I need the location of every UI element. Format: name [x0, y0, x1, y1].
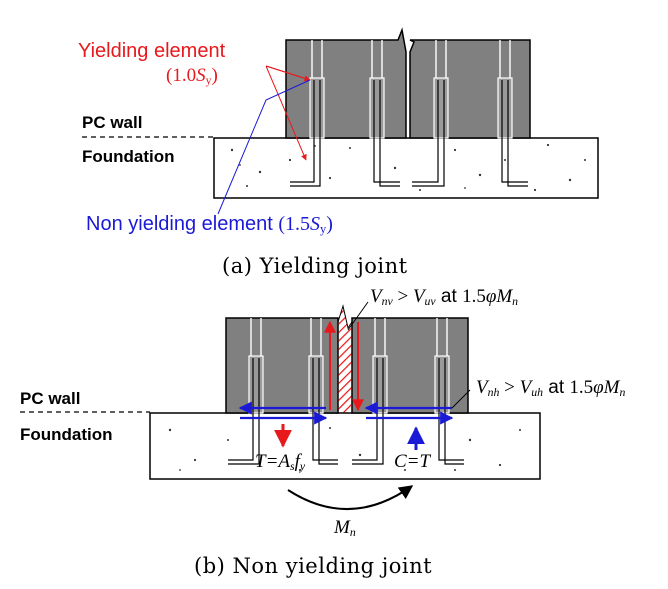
- bottom-diagram: [20, 301, 541, 510]
- bottom-wall-right-panel: [351, 317, 469, 414]
- bottom-foundation-label: Foundation: [20, 425, 113, 444]
- top-foundation-block: [213, 137, 599, 199]
- top-foundation-aggregate: [230, 143, 586, 192]
- vnh-equation: Vnh > Vuh at 1.5φMn: [476, 377, 626, 399]
- vnh-leader: [451, 389, 471, 409]
- non-yielding-element-label: Non yielding element (1.5Sy): [86, 213, 333, 237]
- bottom-foundation-aggregate: [168, 427, 521, 472]
- vnv-equation: Vnv > Vuv at 1.5φMn: [370, 286, 519, 308]
- caption-a: (a) Yielding joint: [222, 254, 408, 278]
- top-anchor-bars: [290, 80, 528, 187]
- top-rebars: [311, 40, 511, 82]
- bottom-anchor-bars: [228, 358, 464, 465]
- top-nonyield-leader: [217, 79, 311, 215]
- moment-arc: [287, 485, 414, 510]
- vnv-leader: [347, 301, 369, 331]
- top-diagram: [82, 27, 599, 215]
- moment-label: Mn: [334, 517, 356, 539]
- top-wall-left-panel: [285, 27, 407, 139]
- bottom-joint-hatch: [337, 304, 353, 414]
- tension-label: T=Asfy: [255, 451, 306, 473]
- yielding-element-factor: (1.0Sy): [166, 65, 218, 87]
- bottom-pc-wall-label: PC wall: [20, 389, 81, 408]
- top-foundation-label: Foundation: [82, 147, 175, 166]
- compression-label: C=T: [394, 451, 431, 472]
- top-pc-wall-label: PC wall: [82, 113, 143, 132]
- yielding-element-label: Yielding element: [78, 40, 226, 62]
- caption-b: (b) Non yielding joint: [194, 554, 433, 578]
- bottom-rebars: [250, 318, 448, 360]
- bottom-foundation-block: [149, 412, 541, 480]
